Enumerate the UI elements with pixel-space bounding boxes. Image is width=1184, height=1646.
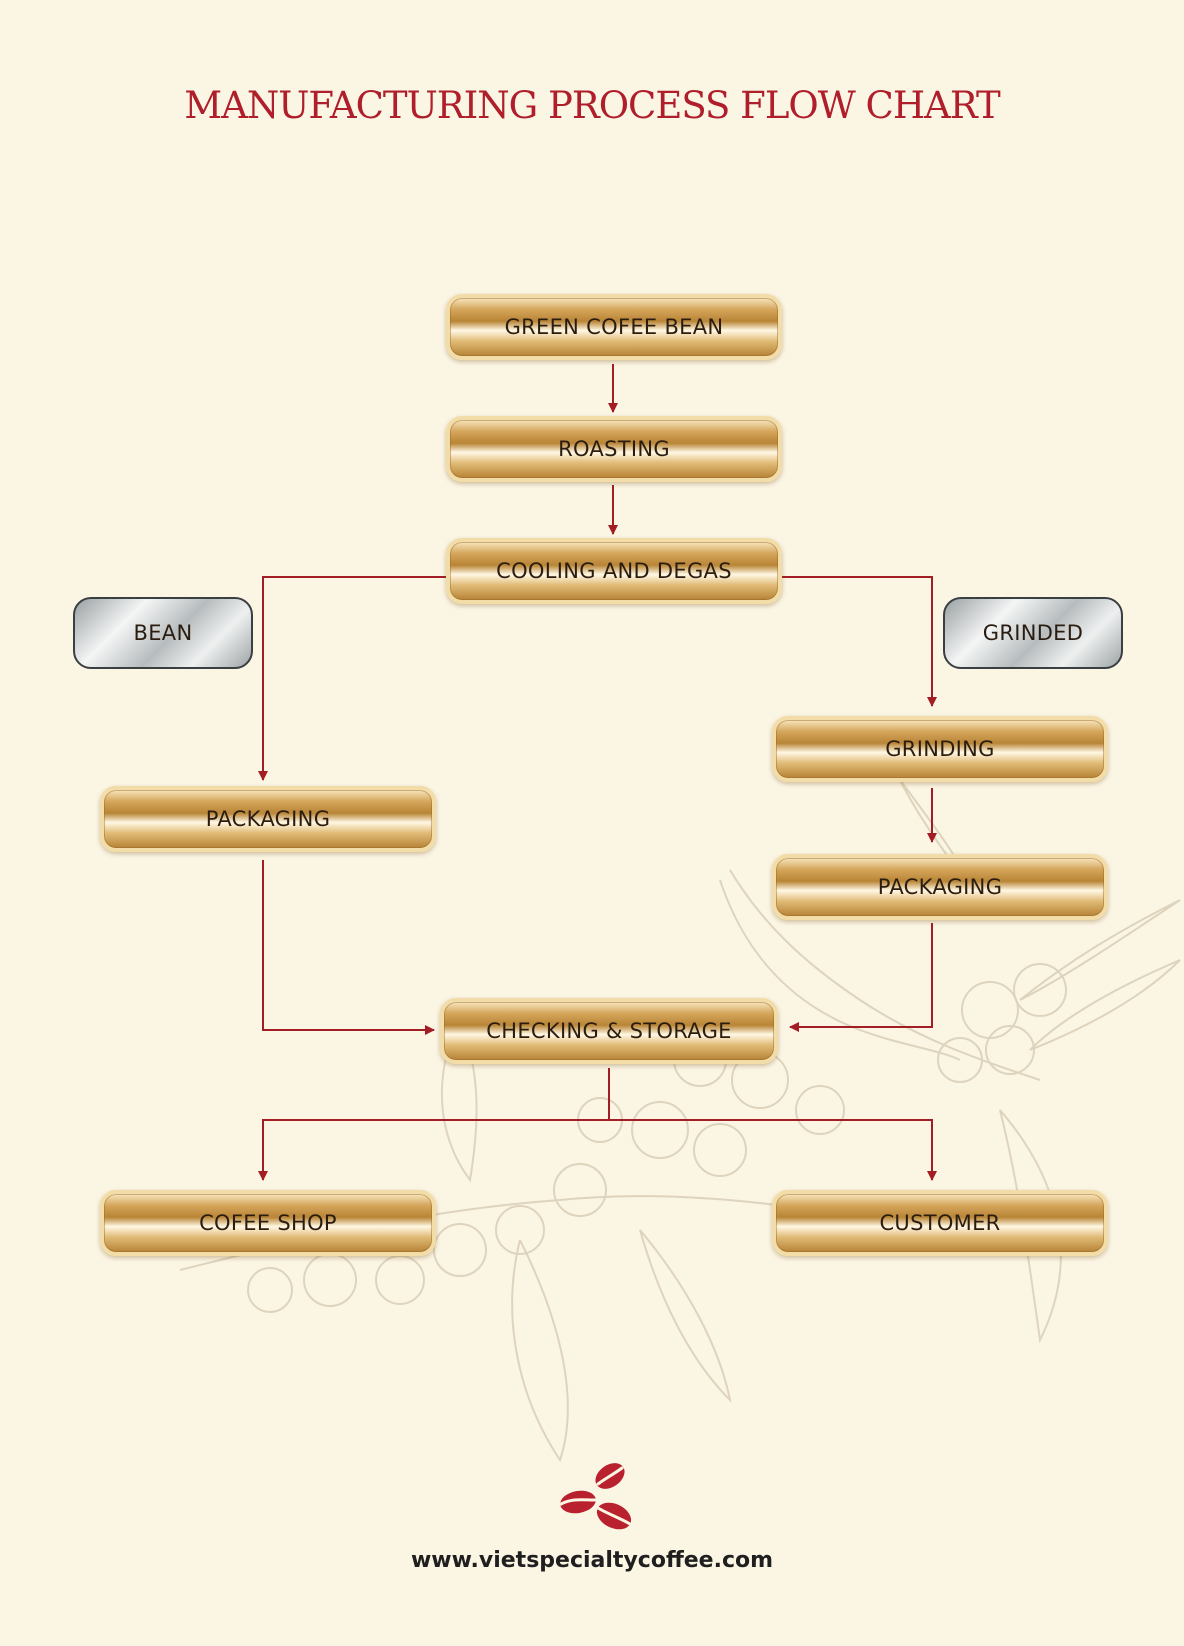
arrow-checking-to-coffee-shop	[258, 1119, 609, 1181]
node-cooling-and-degas: COOLING AND DEGAS	[446, 538, 782, 604]
node-label: BEAN	[133, 621, 193, 645]
node-green-coffee-bean: GREEN COFEE BEAN	[446, 294, 782, 360]
arrow-cooling-to-packaging-left	[258, 576, 446, 781]
node-label: CUSTOMER	[879, 1211, 1001, 1235]
node-label: COOLING AND DEGAS	[496, 559, 732, 583]
node-label: PACKAGING	[205, 807, 331, 831]
node-label: CHECKING & STORAGE	[486, 1019, 732, 1043]
node-label: COFEE SHOP	[199, 1211, 337, 1235]
arrow-cooling-to-grinding	[782, 576, 937, 707]
node-label: ROASTING	[558, 437, 670, 461]
label-grinded: GRINDED	[943, 597, 1123, 669]
node-checking-storage: CHECKING & STORAGE	[440, 998, 778, 1064]
page-title: MANUFACTURING PROCESS FLOW CHART	[184, 84, 1000, 127]
arrow-checking-to-customer	[609, 1119, 937, 1181]
node-roasting: ROASTING	[446, 416, 782, 482]
node-coffee-shop: COFEE SHOP	[100, 1190, 436, 1256]
node-label: GRINDED	[982, 621, 1084, 645]
node-label: GRINDING	[885, 737, 995, 761]
node-customer: CUSTOMER	[772, 1190, 1108, 1256]
footer-website-url[interactable]: www.vietspecialtycoffee.com	[410, 1548, 774, 1573]
node-packaging-right: PACKAGING	[772, 854, 1108, 920]
node-label: PACKAGING	[877, 875, 1003, 899]
node-grinding: GRINDING	[772, 716, 1108, 782]
node-label: GREEN COFEE BEAN	[504, 315, 724, 339]
coffee-beans-icon	[559, 1463, 632, 1530]
node-packaging-left: PACKAGING	[100, 786, 436, 852]
arrow-packaging-right-to-checking	[789, 923, 933, 1032]
label-bean: BEAN	[73, 597, 253, 669]
arrow-packaging-left-to-checking	[262, 860, 435, 1035]
